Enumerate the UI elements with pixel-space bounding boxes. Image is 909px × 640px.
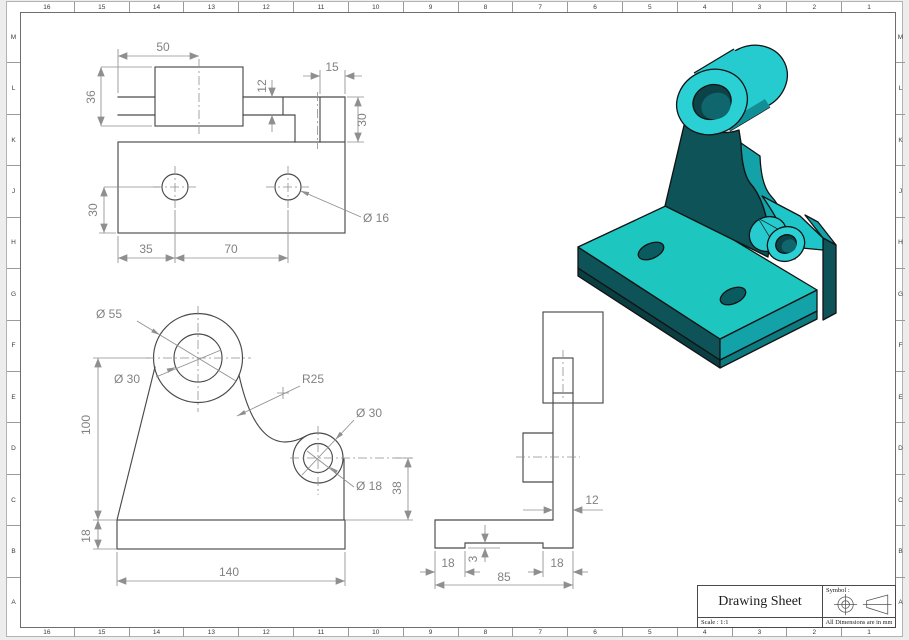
grid-ref-label: 4 — [676, 2, 732, 12]
dim-flange-width: 15 — [325, 60, 339, 74]
grid-ref-label: 8 — [457, 628, 513, 637]
dim-foot-left: 18 — [441, 556, 455, 570]
grid-ref-label: 5 — [621, 628, 677, 637]
grid-ref-label: A — [896, 576, 905, 628]
grid-ref-label: C — [896, 473, 905, 525]
dim-hub-bore-diameter: Ø 30 — [114, 372, 140, 386]
dim-base-depth: 85 — [497, 570, 511, 584]
dim-fillet-radius: R25 — [302, 372, 324, 386]
grid-ref-label: 14 — [128, 628, 184, 637]
grid-ref-label: 11 — [293, 628, 348, 637]
dim-base-thickness: 18 — [79, 529, 93, 543]
grid-ref-label: K — [7, 113, 20, 165]
grid-ref-label: 8 — [457, 2, 513, 12]
dim-hub-outer-diameter: Ø 55 — [96, 307, 122, 321]
grid-ref-label: L — [896, 62, 905, 113]
symbol-label: Symbol : — [826, 587, 850, 594]
grid-ref-label: 2 — [786, 628, 841, 637]
dim-hub-length: 36 — [84, 90, 98, 104]
grid-ref-label: 3 — [731, 628, 787, 637]
grid-ref-label: A — [7, 576, 20, 628]
grid-ref-label: 10 — [347, 2, 403, 12]
grid-ref-label: 16 — [43, 3, 51, 11]
title-block-scale: Scale : 1:1 — [698, 617, 822, 627]
title-block-symbol-cell: Symbol : All Dimensions are in mm — [823, 586, 895, 627]
dim-base-width: 140 — [219, 565, 239, 579]
dim-hole-diameter: Ø 16 — [363, 211, 389, 225]
title-block: Drawing Sheet Scale : 1:1 Symbol : All D… — [697, 585, 896, 628]
grid-ref-label: 9 — [402, 2, 458, 12]
dim-step-height: 30 — [355, 113, 369, 127]
grid-ref-label: 13 — [183, 628, 238, 637]
grid-ref-label: 3 — [731, 2, 787, 12]
dim-recess-depth: 3 — [466, 555, 480, 562]
grid-ref-label: M — [897, 33, 904, 41]
top-view: 50 36 12 15 30 30 35 70 Ø 16 — [84, 40, 389, 263]
grid-ref-label: 4 — [676, 628, 732, 637]
drawing-frame — [20, 12, 896, 628]
grid-ref-label: F — [896, 319, 905, 371]
dimensions-note: All Dimensions are in mm — [823, 617, 895, 627]
dim-wall-thickness: 12 — [255, 79, 269, 93]
title-block-title: Drawing Sheet — [718, 593, 802, 609]
third-angle-projection-icon — [834, 594, 892, 616]
grid-ref-label: 16 — [43, 629, 51, 636]
dim-boss-bore-diameter: Ø 18 — [356, 479, 382, 493]
dim-hole-spacing: 70 — [224, 242, 238, 256]
grid-ref-label: C — [7, 473, 20, 525]
grid-ref-label: 1 — [841, 2, 896, 12]
grid-ref-label: 5 — [621, 2, 677, 12]
grid-ref-label: 6 — [567, 2, 622, 12]
grid-ref-label: 12 — [238, 2, 293, 12]
grid-ref-label: G — [7, 268, 20, 319]
dim-hole-row-offset: 30 — [86, 203, 100, 217]
front-view: Ø 55 Ø 30 R25 Ø 30 Ø 18 100 18 140 38 — [79, 306, 413, 586]
grid-ref-label: G — [896, 268, 905, 319]
dim-hole-x: 35 — [139, 242, 153, 256]
dim-hub-center-offset: 50 — [156, 40, 170, 54]
grid-ref-label: 7 — [512, 2, 567, 12]
grid-ref-label: 6 — [567, 628, 622, 637]
grid-ref-label: 7 — [512, 628, 567, 637]
grid-ref-label: J — [896, 165, 905, 216]
grid-ref-label: B — [7, 525, 20, 576]
grid-ref-label: 13 — [183, 2, 238, 12]
grid-ref-label: 15 — [73, 628, 129, 637]
grid-ref-label: 10 — [347, 628, 403, 637]
grid-ref-label: 14 — [128, 2, 184, 12]
grid-ref-label: J — [7, 165, 20, 216]
grid-ref-label: 2 — [786, 2, 841, 12]
grid-ref-label: H — [896, 216, 905, 268]
iso-view — [577, 44, 837, 369]
title-block-left-cell: Drawing Sheet Scale : 1:1 — [698, 586, 823, 627]
grid-ref-label: D — [896, 422, 905, 473]
grid-ref-label: 12 — [238, 628, 293, 637]
grid-ref-label: M — [10, 33, 17, 41]
grid-ref-label: D — [7, 422, 20, 473]
dim-side-wall-thickness: 12 — [585, 493, 599, 507]
grid-ref-label: E — [896, 370, 905, 422]
grid-ref-label: 11 — [293, 2, 348, 12]
grid-ref-label: 15 — [73, 2, 129, 12]
grid-ref-label: K — [896, 113, 905, 165]
grid-ref-label: B — [896, 525, 905, 576]
grid-ref-label: 1 — [841, 628, 896, 637]
grid-ref-label: 9 — [402, 628, 458, 637]
dim-overall-height: 100 — [79, 415, 93, 435]
grid-ref-label: L — [7, 62, 20, 113]
dim-boss-outer-diameter: Ø 30 — [356, 406, 382, 420]
dim-foot-right: 18 — [550, 556, 564, 570]
dim-boss-center-height: 38 — [390, 481, 404, 495]
side-view: 12 18 3 85 18 — [420, 311, 604, 589]
grid-ref-label: F — [7, 319, 20, 371]
grid-ref-label: E — [7, 370, 20, 422]
grid-ref-label: H — [7, 216, 20, 268]
